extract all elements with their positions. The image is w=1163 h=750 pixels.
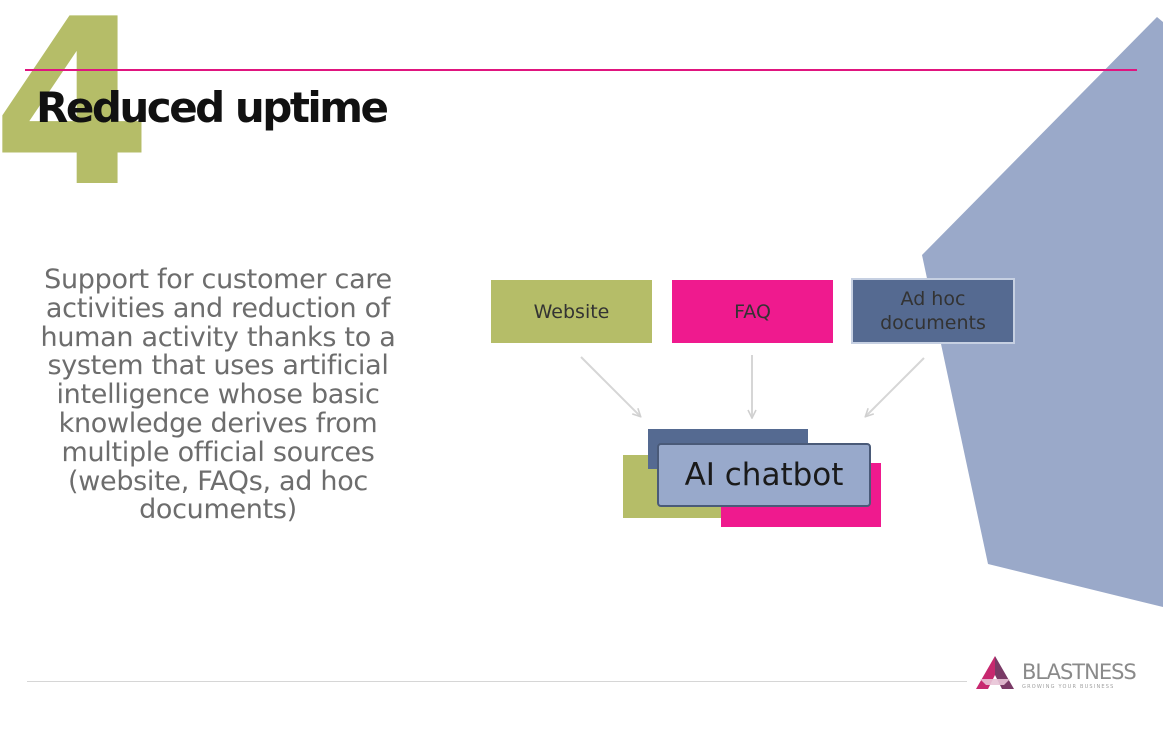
logo-name-part2: NESS [1084, 660, 1137, 684]
slide-number: 4 [0, 0, 152, 238]
slide-title: Reduced uptime [36, 83, 389, 132]
source-box-adhoc-documents: Ad hoc documents [851, 278, 1015, 344]
source-box-website: Website [491, 280, 652, 343]
source-box-adhoc-label: Ad hoc documents [880, 288, 986, 334]
logo-tagline: GROWING YOUR BUSINESS [1022, 684, 1115, 690]
arrow-website [580, 356, 640, 416]
slide-description: Support for customer care activities and… [40, 264, 396, 526]
logo-name: BLASTNESS [1022, 660, 1137, 684]
top-divider [25, 69, 1137, 71]
arrow-adhoc [866, 357, 925, 416]
ai-chatbot-box: AI chatbot [657, 443, 871, 507]
source-box-faq: FAQ [672, 280, 833, 343]
logo-name-part1: BLAST [1022, 660, 1085, 684]
blastness-logo-icon [976, 656, 1014, 689]
bottom-divider [27, 681, 967, 682]
